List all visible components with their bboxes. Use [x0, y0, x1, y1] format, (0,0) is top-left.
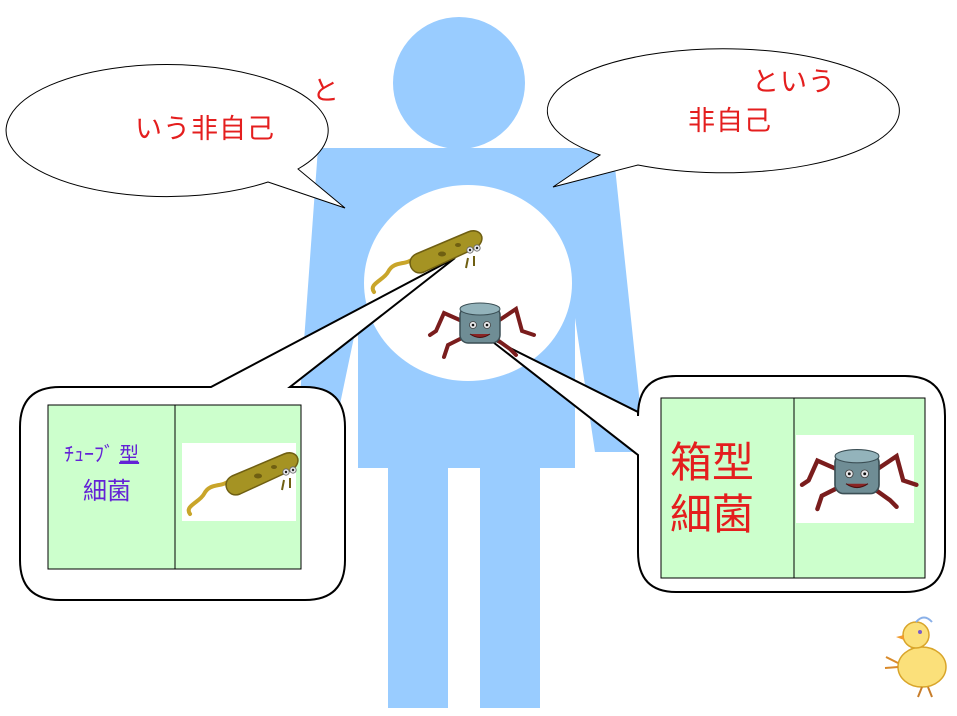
left-panel [47, 404, 302, 570]
speech-left-line1: と [312, 76, 340, 107]
left-box-label-line2: 細菌 [83, 477, 131, 505]
left-box-label-line1: ﾁｭｰﾌﾞ 型 [64, 444, 139, 464]
left-box-label-type: 型 [119, 442, 140, 466]
right-box-label-line1: 箱型 [670, 438, 755, 487]
human-silhouette-icon [296, 17, 645, 708]
speech-right-line2: 非自己 [688, 106, 772, 137]
right-box-label-line2: 細菌 [670, 490, 755, 539]
speech-left-line2: いう非自己 [135, 114, 275, 145]
chick-icon [884, 616, 947, 698]
left-box-label-katakana: ﾁｭｰﾌﾞ [64, 442, 114, 466]
speech-bubble-left [5, 64, 346, 209]
speech-right-line1: という [752, 67, 836, 98]
speech-bubble-right [546, 48, 900, 188]
